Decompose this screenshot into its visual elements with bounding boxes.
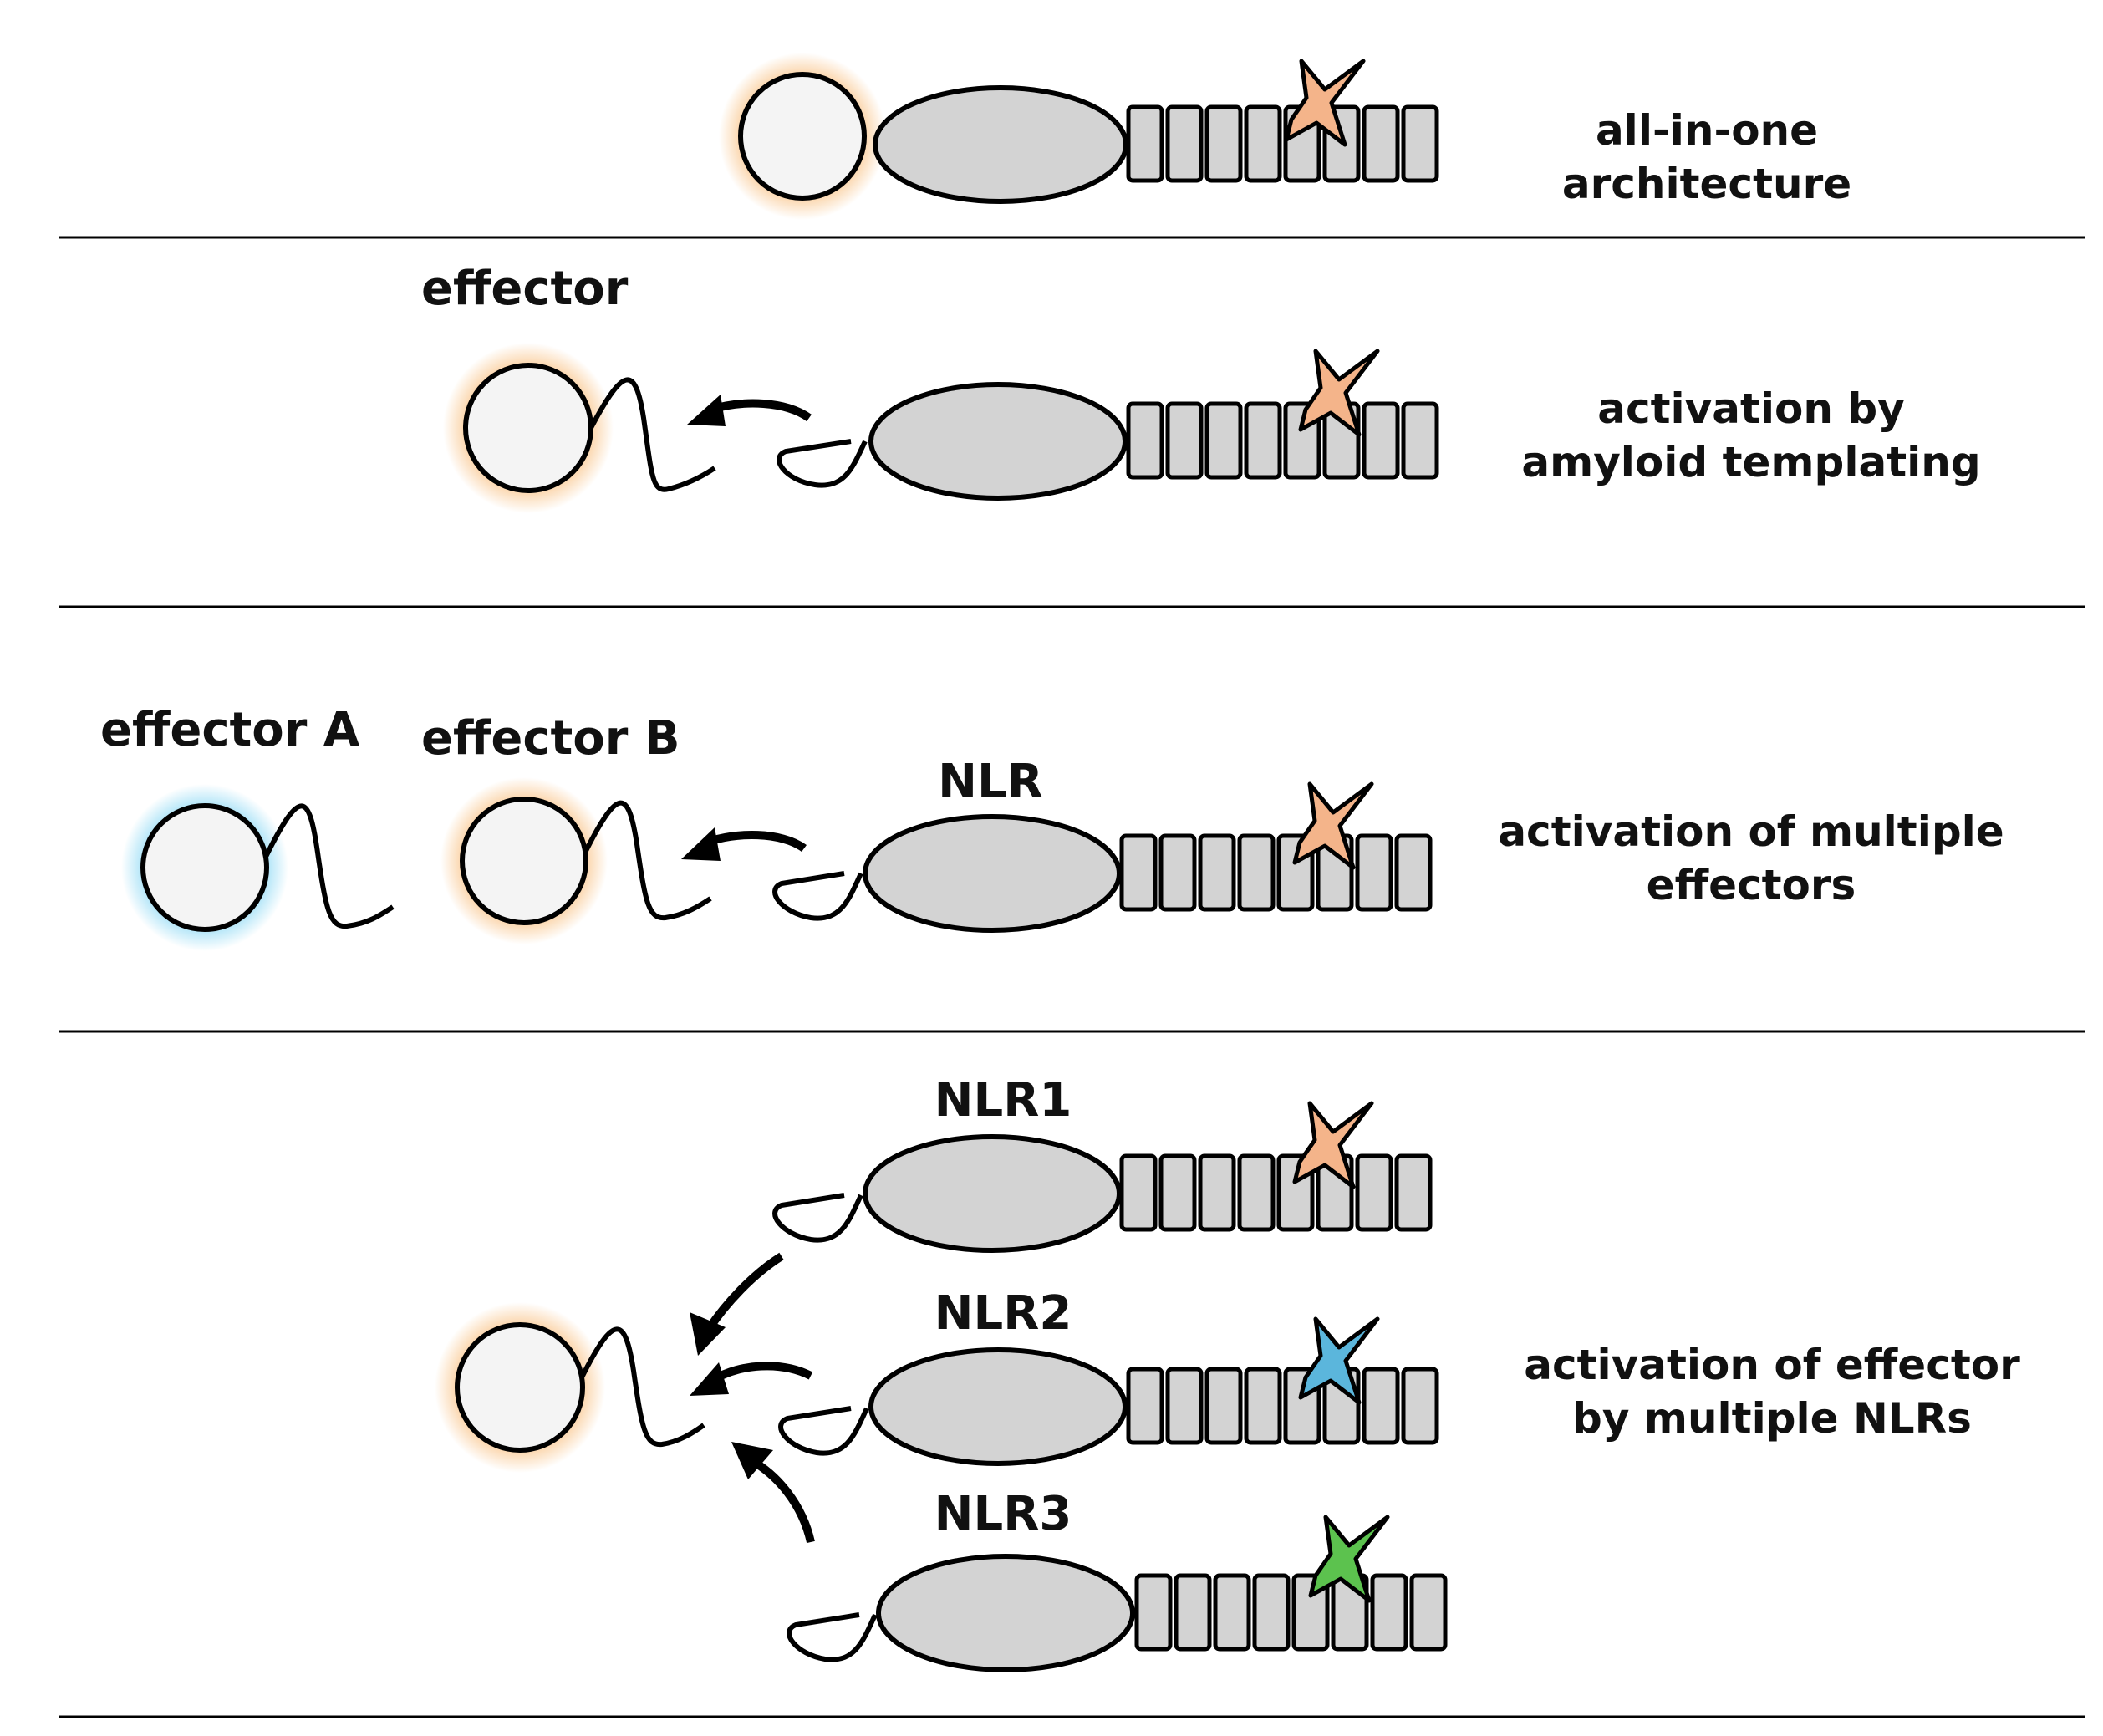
svg-text:activation of multiple: activation of multiple [1498,807,2004,856]
effector-tail [579,1326,705,1448]
arrow-from-nlr2 [712,1362,813,1383]
arrowhead [690,1312,726,1356]
nlr1-n-tail [772,1193,863,1243]
effector-a-tail [263,803,395,929]
caption-line-1: activation of effector [1524,1341,2020,1389]
caption-line-2: amyloid templating [1521,438,1980,486]
nlr3-lrr-domain [1137,1576,1445,1649]
caption-line-1: all-in-one [1596,106,1818,155]
caption-line-2: by multiple NLRs [1572,1394,1972,1443]
nlr-n-tail [772,871,863,921]
svg-text:activation by: activation by [1597,384,1905,433]
arrowhead [731,1442,773,1479]
nod-domain [868,382,1128,501]
nlr2-lrr-domain [1128,1369,1437,1443]
arrowhead [687,395,726,426]
caption-line-1: activation by [1597,384,1905,433]
svg-text:amyloid templating: amyloid templating [1521,438,1980,486]
lrr-domain [1128,404,1437,477]
nlr2-label: NLR2 [934,1286,1072,1341]
effector-a-label: effector A [100,703,360,757]
lrr-domain [1122,836,1430,909]
nlr2-n-tail [778,1406,869,1456]
caption-line-2: effectors [1647,861,1856,909]
caption-line-1: activation of multiple [1498,807,2004,856]
nod-domain [873,85,1128,204]
arrow-from-nlr1 [705,1252,784,1331]
svg-text:architecture: architecture [1562,160,1851,208]
effector-tail [588,377,716,492]
svg-text:effectors: effectors [1647,861,1856,909]
nlr2-nod-domain [868,1347,1128,1466]
effector-domain [463,363,593,493]
nod-domain [863,814,1122,933]
activation-arrow [709,399,812,422]
panel-multiple-nlrs: NLR1 NLR2 NLR3 activation of effector by… [435,1073,2020,1672]
effector-b-label: effector B [421,711,680,766]
nlr1-label: NLR1 [934,1073,1072,1128]
nlr-label: NLR [938,755,1043,809]
panel-all-in-one: all-in-one architecture [719,53,1851,220]
effector-domain [455,1322,585,1453]
effector-b-domain [460,797,588,925]
caption-line-2: architecture [1562,160,1851,208]
svg-text:activation of effector: activation of effector [1524,1341,2020,1389]
effector-label: effector [421,262,629,316]
nlr3-nod-domain [876,1554,1135,1672]
nlr3-n-tail [787,1612,878,1662]
panel-multiple-effectors: effector A effector B NLR activation of … [100,703,2004,951]
arrowhead [681,827,721,861]
nlr3-label: NLR3 [934,1487,1072,1541]
svg-text:all-in-one: all-in-one [1596,106,1818,155]
arrowhead [690,1362,729,1396]
panel-amyloid-templating: effector activation by amyloid templatin… [421,262,1981,513]
nlr1-nod-domain [863,1134,1122,1253]
effector-a-domain [140,803,269,932]
effector-b-tail [583,800,712,921]
nlr1-lrr-domain [1122,1156,1430,1229]
effector-domain [738,72,867,201]
svg-text:by multiple NLRs: by multiple NLRs [1572,1394,1972,1443]
arrow-from-nlr3 [750,1457,815,1544]
nlr-n-tail [777,439,868,488]
activation-arrow [705,831,807,853]
lrr-domain [1128,107,1437,181]
